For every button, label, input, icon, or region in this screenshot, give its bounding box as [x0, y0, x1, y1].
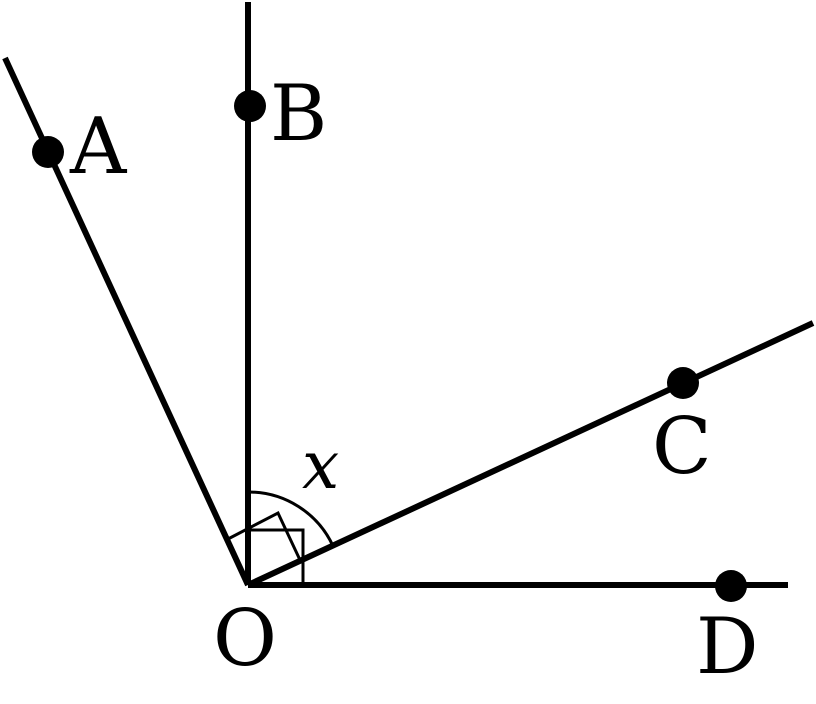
label-a: A: [69, 102, 128, 192]
point-a: [32, 136, 64, 168]
angle-x-label: x: [302, 427, 339, 504]
point-b: [234, 90, 266, 122]
label-c: C: [652, 402, 712, 492]
right-angle-mark-aoc: [227, 510, 302, 561]
label-b: B: [270, 69, 327, 159]
label-o: O: [213, 594, 277, 684]
right-angle-mark-bod: [248, 528, 305, 585]
point-d: [715, 570, 747, 602]
ray-oc: [246, 320, 815, 588]
angle-x-arc: [247, 490, 335, 547]
label-d: D: [696, 602, 759, 692]
ray-oa: [2, 56, 251, 587]
point-c: [667, 367, 699, 399]
